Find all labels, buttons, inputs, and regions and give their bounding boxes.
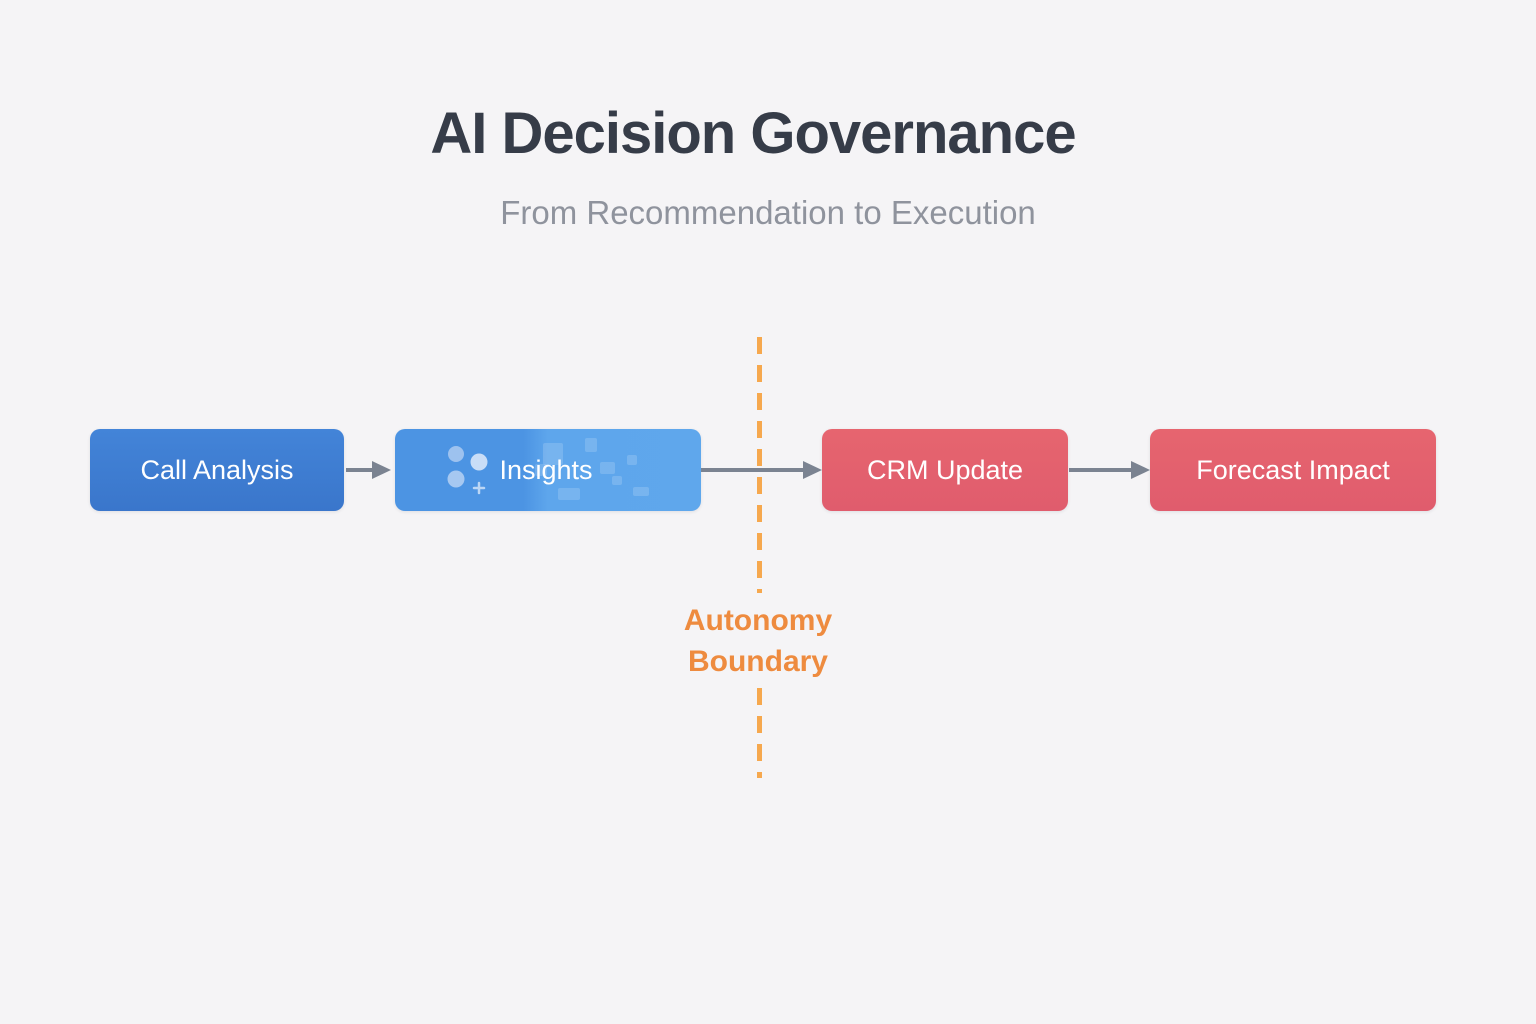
- flow-node-insights: Insights: [395, 429, 701, 511]
- texture-square: [627, 455, 637, 465]
- autonomy-boundary-label: Autonomy Boundary: [633, 600, 883, 682]
- page-title: AI Decision Governance: [430, 101, 1076, 166]
- texture-square: [612, 476, 622, 485]
- texture-square: [558, 488, 580, 500]
- arrow-crm-to-forecast: [1069, 468, 1132, 472]
- texture-square: [600, 462, 615, 474]
- flow-node-crm-update: CRM Update: [822, 429, 1068, 511]
- autonomy-boundary-label-line1: Autonomy: [683, 604, 833, 637]
- autonomy-boundary-label-line2: Boundary: [687, 645, 828, 678]
- texture-square: [585, 438, 597, 452]
- texture-square: [633, 487, 649, 496]
- flow-node-label: Insights: [499, 454, 593, 485]
- flow-node-call-analysis: Call Analysis: [90, 429, 344, 511]
- autonomy-boundary-line-top: [757, 337, 762, 593]
- flow-node-label: Call Analysis: [140, 454, 294, 485]
- arrow-head-icon: [1131, 461, 1150, 479]
- texture-square: [543, 443, 563, 465]
- arrow-head-icon: [372, 461, 391, 479]
- flow-node-label: Forecast Impact: [1196, 454, 1390, 485]
- flow-node-forecast-impact: Forecast Impact: [1150, 429, 1436, 511]
- texture-square: [535, 464, 547, 476]
- arrow-head-icon: [803, 461, 822, 479]
- autonomy-boundary-line-bottom: [757, 688, 762, 778]
- flow-node-label: CRM Update: [866, 454, 1024, 485]
- page-subtitle: From Recommendation to Execution: [500, 194, 1036, 231]
- insights-scatter-icon: [447, 446, 488, 495]
- arrow-call-to-insights: [346, 468, 373, 472]
- arrow-insights-to-crm: [701, 468, 804, 472]
